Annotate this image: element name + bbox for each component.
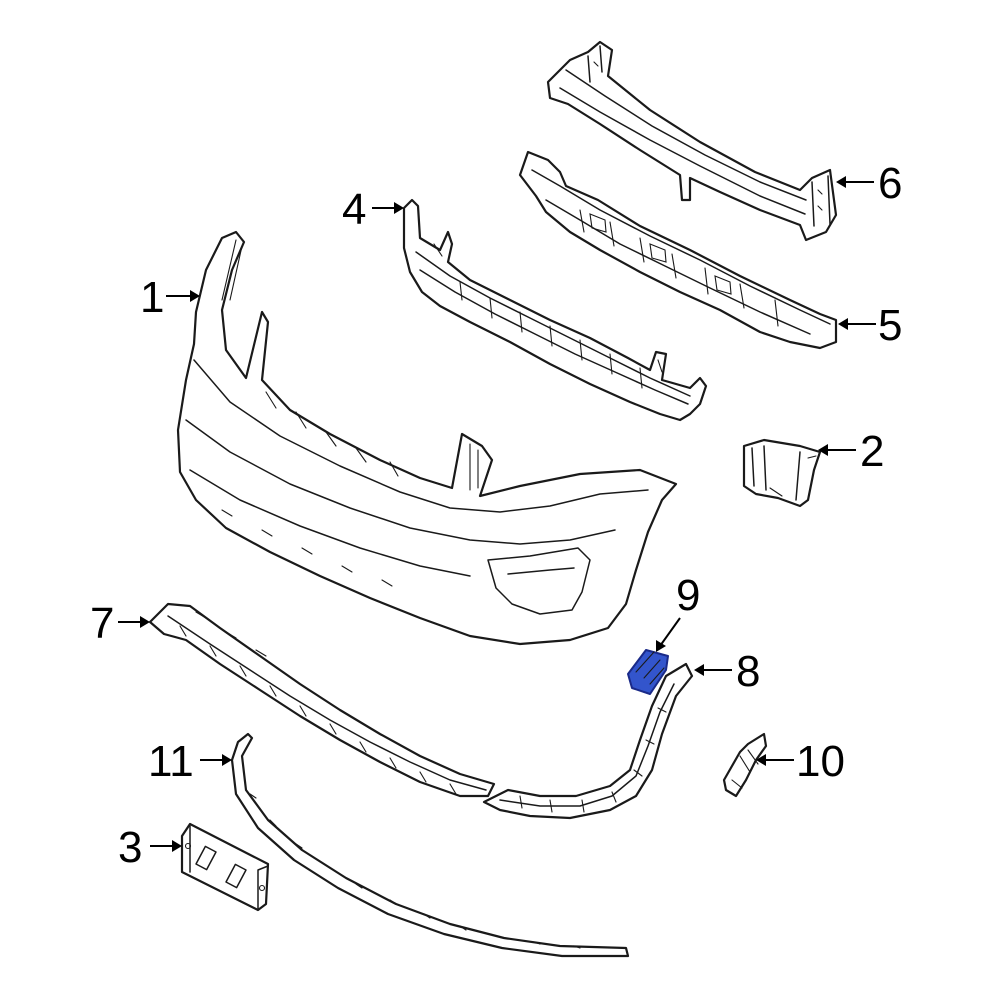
callout-1[interactable]: 1 bbox=[140, 273, 164, 322]
leader-9-arrow bbox=[656, 640, 666, 652]
callout-6[interactable]: 6 bbox=[878, 159, 902, 208]
leader-2-arrow bbox=[818, 444, 828, 456]
part-8-lower-trim[interactable] bbox=[482, 662, 694, 820]
callout-3[interactable]: 3 bbox=[118, 823, 142, 872]
callout-labels: 1 2 3 4 5 6 7 8 9 10 11 bbox=[90, 159, 902, 872]
part-1-bumper-cover[interactable] bbox=[176, 230, 678, 646]
leader-1-arrow bbox=[190, 290, 200, 302]
leader-7-arrow bbox=[140, 616, 150, 628]
part-3-license-bracket[interactable] bbox=[180, 822, 270, 912]
callout-7[interactable]: 7 bbox=[90, 599, 114, 648]
callout-10[interactable]: 10 bbox=[796, 737, 845, 786]
callout-5[interactable]: 5 bbox=[878, 301, 902, 350]
part-7-lower-deflector[interactable] bbox=[148, 602, 496, 798]
callout-8[interactable]: 8 bbox=[736, 647, 760, 696]
leader-8-arrow bbox=[694, 664, 704, 676]
part-11-molding-strip[interactable] bbox=[230, 732, 630, 958]
callout-2[interactable]: 2 bbox=[860, 427, 884, 476]
leader-5-arrow bbox=[838, 318, 848, 330]
leader-3-arrow bbox=[172, 840, 182, 852]
part-3-slot-left bbox=[195, 845, 217, 871]
part-4-upper-support[interactable] bbox=[402, 198, 708, 422]
part-3-slot-right bbox=[225, 863, 247, 889]
part-9-bracket-highlighted[interactable] bbox=[627, 649, 669, 695]
callout-11[interactable]: 11 bbox=[148, 737, 194, 786]
callout-leaders bbox=[118, 176, 876, 852]
leader-9 bbox=[659, 617, 681, 647]
part-10-clip-bracket[interactable] bbox=[722, 732, 768, 798]
part-6-impact-bar[interactable] bbox=[546, 40, 838, 242]
callout-9[interactable]: 9 bbox=[676, 571, 700, 620]
part-5-energy-absorber[interactable] bbox=[518, 150, 838, 350]
callout-4[interactable]: 4 bbox=[342, 185, 366, 234]
leader-6-arrow bbox=[836, 176, 846, 188]
leader-4-arrow bbox=[394, 202, 404, 214]
part-2-side-bracket[interactable] bbox=[742, 438, 822, 508]
part-9-body bbox=[627, 649, 669, 695]
leader-10-arrow bbox=[756, 754, 766, 766]
leader-11-arrow bbox=[222, 754, 232, 766]
